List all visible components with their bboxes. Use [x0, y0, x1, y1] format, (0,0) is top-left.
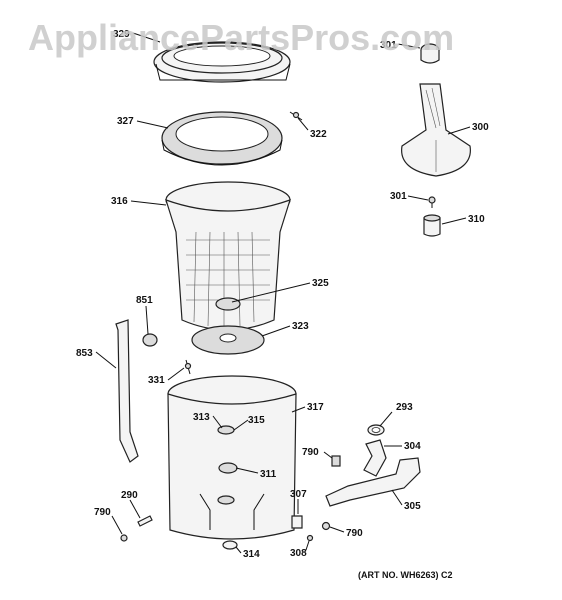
callout-790-a: 790	[302, 447, 319, 458]
part-331-bolt	[184, 359, 192, 375]
part-329-tub-cover	[153, 41, 291, 83]
part-851-cap	[142, 333, 158, 347]
callout-301: 301	[390, 191, 407, 202]
part-316-spin-basket	[165, 181, 291, 331]
callout-316: 316	[111, 196, 128, 207]
callout-331: 331	[148, 375, 165, 386]
callout-790-c: 790	[94, 507, 111, 518]
part-790-clip-c	[120, 534, 128, 542]
part-853-tube	[115, 319, 139, 463]
callout-322: 322	[310, 129, 327, 140]
part-310-coupling	[423, 214, 441, 237]
part-305-drain-hose	[325, 457, 421, 507]
callout-305: 305	[404, 501, 421, 512]
callout-301-top: 301	[380, 40, 397, 51]
part-314-seal	[222, 540, 238, 550]
callout-853: 853	[76, 348, 93, 359]
callout-315: 315	[248, 415, 265, 426]
callout-313: 313	[193, 412, 210, 423]
art-number: (ART NO. WH6263) C2	[358, 570, 453, 580]
part-323-hub-plate	[191, 325, 265, 355]
callout-790-b: 790	[346, 528, 363, 539]
callout-308: 308	[290, 548, 307, 559]
part-304-hose	[363, 439, 387, 477]
part-290-pin	[137, 515, 153, 527]
callout-304: 304	[404, 441, 421, 452]
part-293-clamp	[367, 424, 385, 436]
leader-lines	[95, 32, 471, 554]
part-301-fastener	[428, 196, 436, 208]
callout-314: 314	[243, 549, 260, 560]
part-308-screw	[306, 534, 314, 542]
part-322-screw	[289, 111, 303, 121]
part-300-agitator	[401, 83, 471, 177]
callout-317: 317	[307, 402, 324, 413]
callout-307: 307	[290, 489, 307, 500]
watermark: AppliancePartsPros.com	[28, 17, 454, 58]
callout-300: 300	[472, 122, 489, 133]
callout-323: 323	[292, 321, 309, 332]
callout-327: 327	[117, 116, 134, 127]
part-790-clip-a	[331, 455, 341, 467]
callout-851: 851	[136, 295, 153, 306]
callout-325: 325	[312, 278, 329, 289]
callout-293: 293	[396, 402, 413, 413]
callout-329: 329	[113, 29, 130, 40]
part-327-balance-ring	[161, 111, 283, 166]
part-790-clip-b	[321, 521, 331, 531]
part-317-outer-tub	[167, 375, 297, 540]
callout-290: 290	[121, 490, 138, 501]
callout-311: 311	[260, 469, 277, 480]
callout-310: 310	[468, 214, 485, 225]
part-307-bracket	[291, 515, 303, 529]
part-301-agitator-cap	[420, 43, 440, 64]
